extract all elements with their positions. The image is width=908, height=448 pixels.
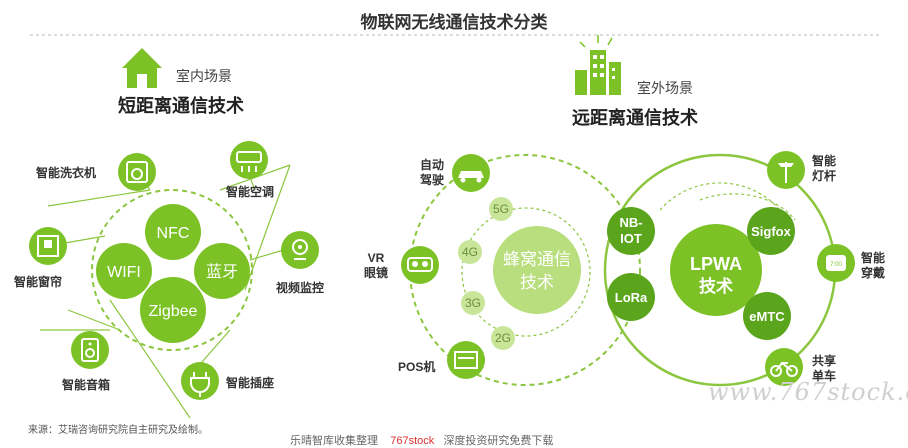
device-label-camera: 视频监控	[276, 281, 325, 295]
device-label-autodrive: 自动驾驶	[420, 158, 445, 187]
socket-icon	[181, 362, 219, 400]
nfc-bubble	[145, 204, 201, 260]
device-label-washer: 智能洗衣机	[36, 166, 97, 180]
lora-bubble	[607, 273, 655, 321]
lpwa-label-line2: 技术	[699, 276, 733, 296]
short-range-dashed-ring	[91, 189, 253, 351]
device-label-lamp: 智能灯杆	[812, 154, 837, 183]
gen-5g-bubble	[489, 197, 513, 221]
tech-label-wifi: WIFI	[107, 264, 141, 281]
svg-text:7:00: 7:00	[830, 262, 842, 268]
device-label-pos: POS机	[398, 360, 436, 374]
gen-4g-bubble	[458, 240, 482, 264]
diagram-canvas: NFC WIFI 蓝牙 Zigbee	[29, 34, 880, 419]
pos-terminal-icon	[447, 341, 485, 379]
bicycle-icon	[765, 348, 803, 386]
gen-label-4g: 4G	[462, 245, 478, 259]
vr-glasses-icon	[401, 246, 439, 284]
emtc-bubble	[743, 292, 791, 340]
sigfox-bubble	[747, 207, 795, 255]
car-icon	[452, 154, 490, 192]
lpwa-inner-arc	[659, 182, 781, 211]
watermark: www.767stock.co	[708, 378, 908, 406]
cellular-bubble	[493, 226, 581, 314]
short-range-labels: NFC WIFI 蓝牙 Zigbee	[107, 225, 238, 320]
emtc-label: eMTC	[749, 309, 785, 324]
curtain-icon	[29, 227, 67, 265]
nbiot-label-line2: IOT	[620, 231, 642, 246]
speaker-icon	[71, 331, 109, 369]
gen-3g-bubble	[461, 291, 485, 315]
bluetooth-bubble	[194, 243, 250, 299]
bottom-banner: 乐晴智库收集整理 767stock 深度投资研究免费下载	[290, 435, 554, 447]
sigfox-label: Sigfox	[751, 224, 791, 239]
outdoor-heading: 远距离通信技术	[572, 108, 698, 128]
cellular-label-line1: 蜂窝通信	[503, 250, 571, 269]
street-lamp-icon	[767, 151, 805, 189]
tech-label-bluetooth: 蓝牙	[206, 263, 238, 281]
device-label-socket: 智能插座	[226, 376, 275, 390]
zigbee-bubble	[140, 277, 206, 343]
outdoor-scene-label: 室外场景	[637, 80, 693, 96]
device-label-wearable: 智能穿戴	[861, 251, 886, 280]
gen-2g-bubble	[491, 326, 515, 350]
device-label-speaker: 智能音箱	[62, 378, 111, 392]
device-label-ac: 智能空调	[226, 185, 275, 199]
gen-label-5g: 5G	[493, 202, 509, 216]
source-note: 来源：艾瑞咨询研究院自主研究及绘制。	[28, 425, 208, 436]
house-icon	[122, 48, 162, 88]
tech-label-zigbee: Zigbee	[149, 303, 198, 320]
lpwa-bubble	[670, 224, 762, 316]
indoor-heading: 短距离通信技术	[118, 96, 244, 116]
device-label-bike: 共享单车	[812, 354, 837, 383]
gen-label-3g: 3G	[465, 296, 481, 310]
device-label-curtain: 智能窗帘	[14, 275, 63, 289]
air-conditioner-icon	[230, 141, 268, 179]
camera-icon	[281, 231, 319, 269]
tech-label-nfc: NFC	[157, 225, 190, 242]
lpwa-label-line1: LPWA	[690, 254, 742, 274]
nbiot-bubble	[607, 207, 655, 255]
cellular-label-line2: 技术	[520, 273, 554, 292]
lora-label: LoRa	[615, 290, 648, 305]
indoor-scene-label: 室内场景	[176, 68, 232, 84]
generation-ring	[461, 207, 591, 337]
nbiot-label-line1: NB-	[619, 215, 642, 230]
smart-watch-icon: 7:00	[817, 244, 855, 282]
washer-icon	[118, 153, 156, 191]
page-title: 物联网无线通信技术分类	[360, 13, 548, 32]
wifi-bubble	[96, 243, 152, 299]
gen-label-2g: 2G	[495, 331, 511, 345]
city-icon	[575, 35, 621, 95]
